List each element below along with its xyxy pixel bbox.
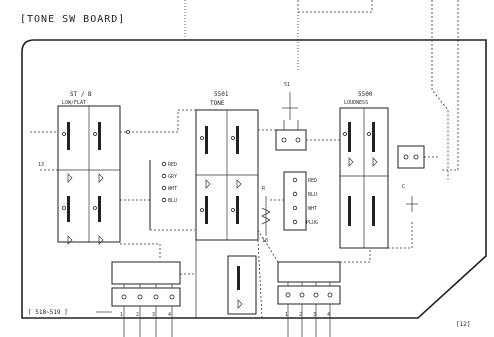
switch-center-sub: TONE	[210, 100, 225, 107]
external-wire-4	[431, 0, 449, 180]
component-top-middle: 51	[275, 82, 341, 151]
connector-right: C	[388, 145, 440, 249]
switch-center: 5501 TONE	[195, 91, 259, 241]
plug-label: PLUG	[306, 220, 318, 226]
center-wire-red: RED	[168, 162, 177, 168]
connector-bottom-right: 1 2 3 4	[277, 261, 341, 337]
plug-wire-red: RED	[308, 178, 317, 184]
bl-pin-3: 3	[152, 312, 155, 318]
label-r1: R	[262, 186, 266, 192]
center-wire-blu: BLU	[168, 198, 177, 204]
center-wire-wht: WHT	[168, 186, 177, 192]
bl-pin-2: 2	[136, 312, 139, 318]
ref-label: [ 518~519 ]	[28, 309, 68, 316]
wire-left-to-center	[120, 109, 200, 133]
wire-internal-3	[257, 229, 279, 263]
center-wire-gry: GRY	[168, 174, 177, 180]
br-pin-3: 3	[313, 312, 316, 318]
plug-connector: RED BLU WHT PLUG	[270, 171, 318, 231]
plug-wire-wht: WHT	[308, 206, 317, 212]
switch-center-name: 5501	[214, 91, 229, 98]
br-pin-4: 4	[327, 312, 330, 318]
switch-left-name: ST / B	[70, 91, 92, 98]
br-pin-2: 2	[299, 312, 302, 318]
wire-left-bot	[120, 243, 161, 260]
plug-wire-blu: BLU	[308, 192, 317, 198]
board-title: [TONE SW BOARD]	[20, 14, 125, 25]
switch-left: ST / B LOW/FLAT	[57, 91, 121, 245]
connector-bottom-left: 1 2 3 4	[111, 261, 181, 337]
label-n1: 13	[38, 162, 44, 168]
label-q: 51	[284, 82, 290, 88]
label-c1: C	[402, 184, 405, 190]
bl-pin-4: 4	[168, 312, 171, 318]
br-pin-1: 1	[285, 312, 288, 318]
board-outline	[21, 39, 487, 319]
switch-right-sub: LOUDNESS	[344, 100, 368, 106]
external-wire-2	[297, 0, 373, 13]
page-number: [12]	[456, 321, 470, 328]
wire-internal-4	[340, 248, 371, 263]
switch-center-lower	[195, 239, 263, 319]
switch-right: 5500 LOUDNESS	[339, 91, 389, 249]
center-wire-connector: RED GRY WHT BLU	[149, 160, 195, 231]
switch-left-sub: LOW/FLAT	[62, 100, 86, 106]
switch-right-name: 5500	[358, 91, 373, 98]
external-wire-5	[440, 0, 459, 171]
bl-pin-1: 1	[120, 312, 123, 318]
